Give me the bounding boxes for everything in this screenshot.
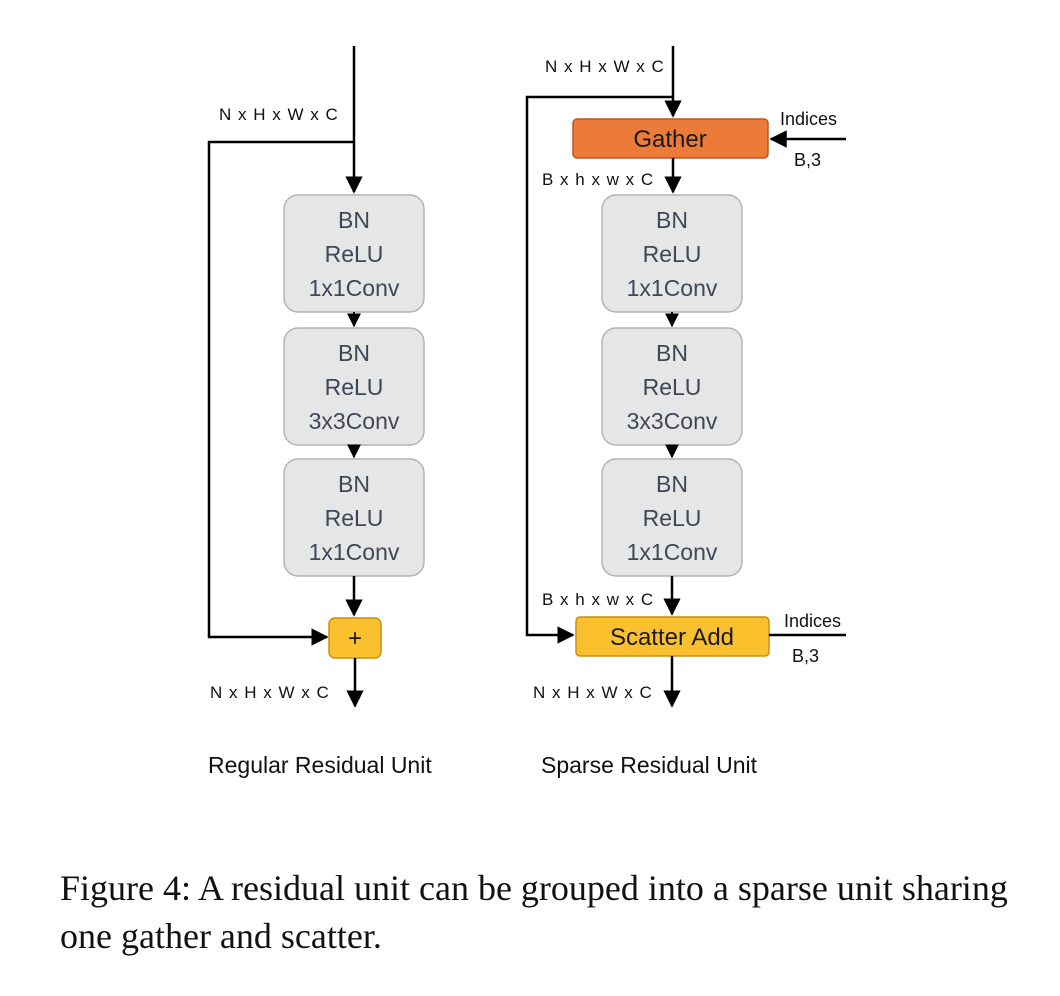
- regular-block-3-line-1: BN: [338, 471, 370, 497]
- sparse-block-3-line-1: BN: [656, 471, 688, 497]
- regular-block-1-line-3: 1x1Conv: [309, 275, 400, 301]
- sparse-output-dim: N x H x W x C: [533, 683, 653, 702]
- regular-block-1-line-2: ReLU: [325, 241, 384, 267]
- sparse-block-1-line-3: 1x1Conv: [627, 275, 718, 301]
- regular-block-3-line-2: ReLU: [325, 505, 384, 531]
- scatter-indices-shape: B,3: [792, 646, 819, 666]
- sparse-block-1: BN ReLU 1x1Conv: [601, 194, 743, 313]
- sparse-block-2-line-2: ReLU: [643, 374, 702, 400]
- scatter-add-label: Scatter Add: [610, 624, 734, 651]
- regular-output-dim: N x H x W x C: [210, 683, 330, 702]
- regular-block-3: BN ReLU 1x1Conv: [283, 458, 425, 577]
- sparse-input-dim: N x H x W x C: [545, 57, 665, 76]
- gather-indices-shape: B,3: [794, 150, 821, 170]
- scatter-add-node: Scatter Add: [575, 616, 770, 657]
- gather-indices-label: Indices: [780, 109, 837, 129]
- regular-block-3-line-3: 1x1Conv: [309, 539, 400, 565]
- sparse-gathered-dim: B x h x w x C: [542, 170, 654, 189]
- figure-caption: Figure 4: A residual unit can be grouped…: [60, 868, 1008, 956]
- sparse-block-2-line-1: BN: [656, 340, 688, 366]
- sparse-unit-title: Sparse Residual Unit: [541, 752, 758, 778]
- sparse-block-2: BN ReLU 3x3Conv: [601, 327, 743, 446]
- regular-block-2-line-3: 3x3Conv: [309, 408, 400, 434]
- sparse-block-2-line-3: 3x3Conv: [627, 408, 718, 434]
- sparse-block-3-line-3: 1x1Conv: [627, 539, 718, 565]
- regular-block-2-line-1: BN: [338, 340, 370, 366]
- regular-add-symbol: +: [348, 625, 362, 652]
- regular-add-node: +: [328, 617, 382, 659]
- regular-skip-connection: [207, 140, 354, 646]
- sparse-residual-unit: N x H x W x C Gather Indices B,3 B x h x…: [525, 46, 846, 778]
- scatter-indices-label: Indices: [784, 611, 841, 631]
- gather-label: Gather: [633, 126, 706, 153]
- regular-unit-title: Regular Residual Unit: [208, 752, 432, 778]
- sparse-block-3-line-2: ReLU: [643, 505, 702, 531]
- sparse-pre-scatter-dim: B x h x w x C: [542, 590, 654, 609]
- sparse-skip-connection: [525, 95, 673, 644]
- regular-input-dim: N x H x W x C: [219, 105, 339, 124]
- sparse-block-1-line-2: ReLU: [643, 241, 702, 267]
- regular-block-1-line-1: BN: [338, 207, 370, 233]
- regular-block-1: BN ReLU 1x1Conv: [283, 194, 425, 313]
- sparse-block-1-line-1: BN: [656, 207, 688, 233]
- regular-block-2-line-2: ReLU: [325, 374, 384, 400]
- sparse-block-3: BN ReLU 1x1Conv: [601, 458, 743, 577]
- gather-node: Gather: [572, 118, 769, 159]
- regular-block-2: BN ReLU 3x3Conv: [283, 327, 425, 446]
- regular-residual-unit: N x H x W x C BN ReLU 1x1Conv BN ReLU 3x…: [207, 46, 432, 778]
